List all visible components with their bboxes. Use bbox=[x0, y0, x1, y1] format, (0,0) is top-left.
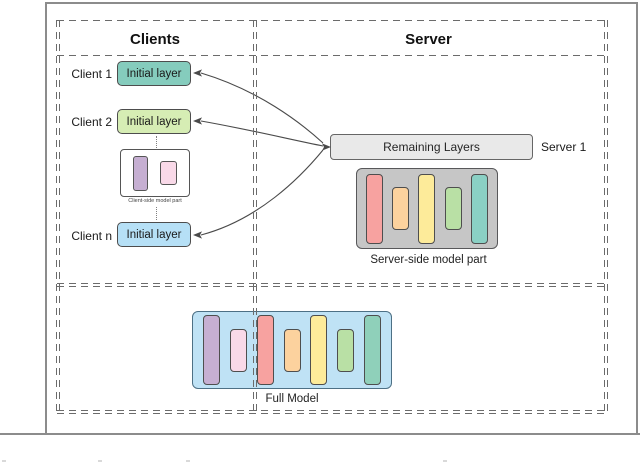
arrowhead-clientn bbox=[193, 231, 202, 239]
server-side-model-box bbox=[356, 168, 498, 249]
purple-layer-bar bbox=[133, 155, 148, 191]
client2-initial-layer-box: Initial layer bbox=[117, 109, 191, 134]
green-layer-bar bbox=[444, 187, 462, 230]
clientn-initial-layer-box: Initial layer bbox=[117, 222, 191, 247]
server-column-header: Server bbox=[405, 31, 452, 48]
pink-layer-bar bbox=[160, 161, 177, 185]
pink-layer-bar bbox=[229, 328, 247, 372]
full-model-box bbox=[192, 311, 392, 389]
server-side-model-caption: Server-side model part bbox=[370, 254, 487, 266]
green-layer-bar bbox=[337, 328, 355, 372]
arrow-clientn-to-server bbox=[200, 149, 324, 236]
salmon-layer-bar bbox=[366, 173, 384, 244]
clientn-label: Client n bbox=[71, 229, 112, 243]
client-side-model-caption: Client-side model part bbox=[128, 198, 182, 204]
frame-right-line bbox=[636, 2, 638, 435]
frame-top-line bbox=[46, 2, 638, 4]
frame-bottom-line bbox=[0, 433, 640, 435]
orange-layer-bar bbox=[283, 328, 301, 372]
teal-layer-bar bbox=[470, 173, 488, 244]
clients-column-header: Clients bbox=[129, 31, 180, 48]
dotted-connector-top bbox=[156, 136, 157, 148]
client1-initial-layer-box: Initial layer bbox=[117, 61, 191, 86]
arrow-client2-to-server bbox=[200, 120, 324, 147]
client2-label: Client 2 bbox=[71, 115, 112, 129]
client-side-model-box bbox=[120, 149, 190, 197]
arrow-client1-to-server bbox=[200, 72, 324, 144]
dashed-border-left bbox=[56, 20, 60, 414]
dashed-border-top bbox=[57, 20, 607, 21]
client1-label: Client 1 bbox=[71, 67, 112, 81]
server1-label: Server 1 bbox=[541, 140, 587, 154]
salmon-layer-bar bbox=[256, 315, 274, 385]
clients-server-divider bbox=[253, 20, 257, 414]
section-divider-line bbox=[57, 283, 607, 287]
yellow-layer-bar bbox=[310, 315, 328, 385]
arrowhead-client1 bbox=[193, 69, 202, 77]
purple-layer-bar bbox=[202, 315, 220, 385]
teal-layer-bar bbox=[364, 315, 382, 385]
header-divider-line bbox=[57, 55, 607, 56]
arrowhead-client2 bbox=[193, 117, 202, 125]
full-model-caption: Full Model bbox=[265, 393, 319, 405]
yellow-layer-bar bbox=[418, 173, 436, 244]
orange-layer-bar bbox=[392, 187, 410, 230]
remaining-layers-box: Remaining Layers bbox=[330, 134, 533, 160]
frame-left-line bbox=[45, 2, 47, 435]
dashed-border-bottom bbox=[57, 410, 607, 414]
dashed-border-right bbox=[604, 20, 608, 414]
dotted-connector-bottom bbox=[156, 207, 157, 220]
